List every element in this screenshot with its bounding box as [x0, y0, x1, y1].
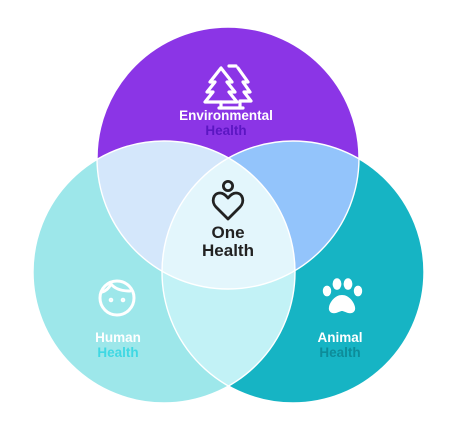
center-label-secondary: Health — [202, 241, 254, 260]
environmental-outline — [96, 26, 360, 290]
animal-outline — [161, 140, 425, 404]
center-label: One — [211, 223, 244, 242]
animal-label-secondary: Health — [319, 345, 360, 360]
human-label-secondary: Health — [97, 345, 138, 360]
trees-icon — [203, 64, 253, 110]
animal-label: Animal — [317, 330, 362, 345]
person-heart-icon — [211, 179, 245, 221]
human-label: Human — [95, 330, 141, 345]
human-outline — [32, 140, 296, 404]
environmental-label-secondary: Health — [205, 123, 246, 138]
face-icon — [98, 279, 136, 317]
environmental-label: Environmental — [179, 108, 273, 123]
paw-icon — [322, 278, 363, 314]
